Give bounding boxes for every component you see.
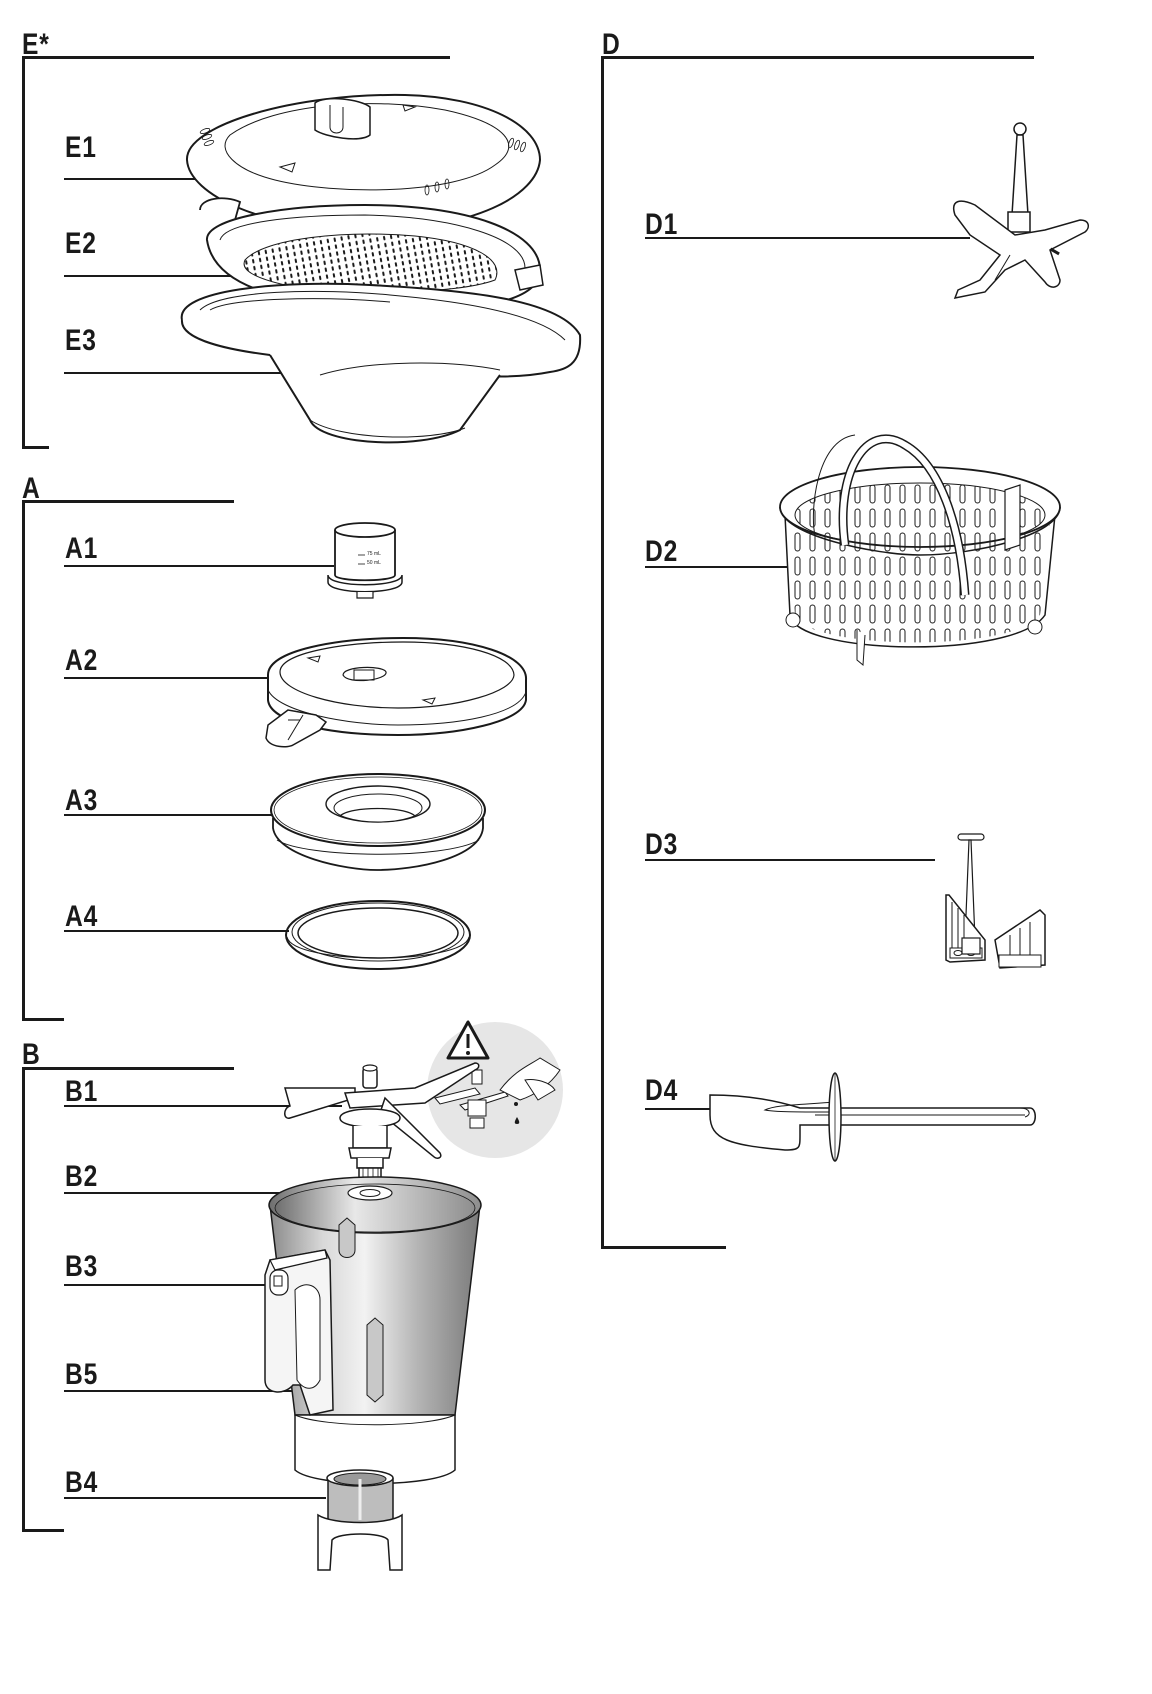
leader-d2: [645, 566, 795, 568]
label-d2: D2: [645, 535, 679, 568]
leader-d1: [645, 237, 970, 239]
blade-assembly-illustration: [284, 1062, 480, 1183]
section-e-bracket-end: [22, 446, 49, 449]
butterfly-whisk-illustration: [945, 833, 1046, 969]
gasket-ring-illustration: [285, 900, 471, 970]
label-e3: E3: [65, 324, 97, 357]
label-a1: A1: [65, 532, 99, 565]
section-e-bracket: [22, 56, 25, 448]
bowl-lid-illustration: [265, 636, 528, 748]
label-a4: A4: [65, 900, 99, 933]
warning-triangle-icon: [446, 1020, 490, 1060]
mixing-paddle-illustration: [953, 122, 1090, 300]
label-e1: E1: [65, 131, 97, 164]
spatula-illustration: [709, 1072, 1036, 1162]
leader-d4: [645, 1108, 730, 1110]
section-a-header-rule: [22, 500, 234, 503]
label-d1: D1: [645, 208, 679, 241]
section-d-bracket-end: [601, 1246, 726, 1249]
section-d-header-rule: [601, 56, 1034, 59]
cup-marking-75ml: 75 mL: [367, 551, 381, 557]
label-b4: B4: [65, 1466, 99, 1499]
leader-e2: [64, 275, 336, 277]
leader-b4: [64, 1497, 326, 1499]
label-a3: A3: [65, 784, 99, 817]
steamer-bowl-illustration: [180, 282, 582, 444]
label-d4: D4: [645, 1074, 679, 1107]
section-b-header-rule: [22, 1067, 234, 1070]
leader-a4: [64, 930, 289, 932]
measuring-cup-illustration: [327, 522, 403, 599]
section-b-title: B: [22, 1038, 41, 1071]
drive-coupler-illustration: [317, 1469, 403, 1571]
leader-a1: [64, 565, 334, 567]
section-e-header-rule: [22, 56, 450, 59]
leader-a2: [64, 677, 336, 679]
leader-a3: [64, 814, 336, 816]
label-a2: A2: [65, 644, 99, 677]
section-d-bracket: [601, 56, 604, 1248]
stainless-bowl-illustration: [264, 1176, 482, 1485]
section-a-bracket-end: [22, 1018, 64, 1021]
warning-bubble: [427, 1020, 563, 1158]
label-d3: D3: [645, 828, 679, 861]
steaming-basket-illustration: [779, 434, 1061, 667]
leader-b3: [64, 1284, 279, 1286]
label-b3: B3: [65, 1250, 99, 1283]
label-b2: B2: [65, 1160, 99, 1193]
steamer-tray-illustration: [199, 197, 544, 334]
section-d-title: D: [602, 28, 621, 61]
leader-b5: [64, 1390, 384, 1392]
label-e2: E2: [65, 227, 97, 260]
section-a-title: A: [22, 472, 41, 505]
leader-d3: [645, 859, 935, 861]
section-b-bracket-end: [22, 1529, 64, 1532]
cup-marking-50ml: 50 mL: [367, 560, 381, 566]
leader-b2: [64, 1192, 350, 1194]
section-b-bracket: [22, 1067, 25, 1531]
section-a-bracket: [22, 500, 25, 1020]
section-e-title: E*: [22, 28, 50, 61]
label-b1: B1: [65, 1075, 99, 1108]
leader-e3: [64, 372, 336, 374]
label-b5: B5: [65, 1358, 99, 1391]
lid-seal-illustration: [270, 773, 486, 871]
leader-b1: [64, 1105, 342, 1107]
steamer-lid-illustration: [185, 93, 542, 232]
